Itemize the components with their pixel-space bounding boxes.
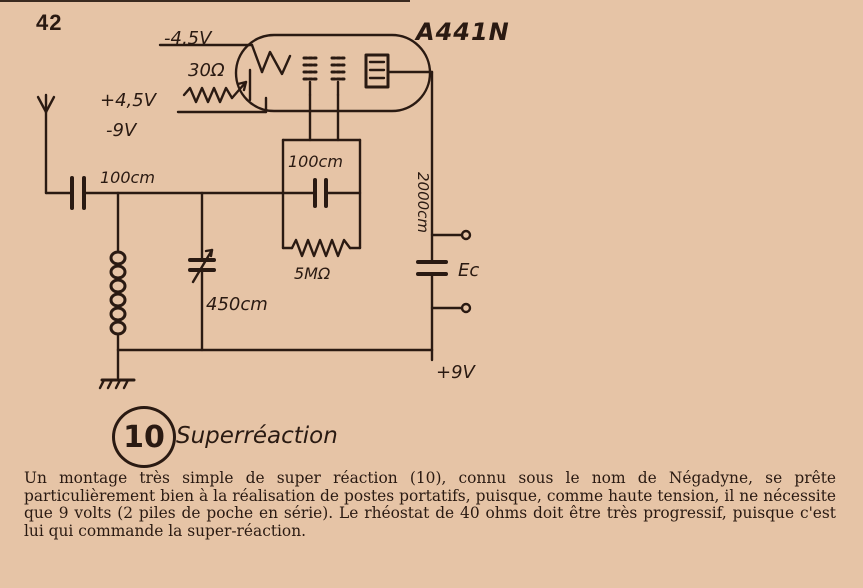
capacitor-grid-icon (313, 178, 328, 208)
coil-icon (109, 250, 127, 336)
caption-paragraph: Un montage très simple de super réaction… (24, 469, 836, 540)
circuit-schematic (36, 33, 472, 390)
label-resistor-grid: 5MΩ (294, 264, 331, 283)
vacuum-tube-icon (234, 33, 434, 113)
label-plus-4-5v: +4,5V (100, 90, 157, 111)
top-rule (0, 0, 410, 2)
terminal-icon (460, 302, 472, 314)
wire (250, 43, 264, 74)
label-ec: Ec (458, 260, 480, 281)
label-cap-antenna: 100cm (100, 168, 155, 187)
capacitor-antenna-icon (70, 176, 86, 210)
label-minus-4-5v: -4,5V (164, 28, 212, 49)
figure-number: 10 (112, 406, 176, 468)
rheostat-arrow (230, 80, 248, 100)
page-number: 42 (36, 10, 63, 35)
label-cap-grid: 100cm (288, 152, 343, 171)
capacitor-vertical-icon (416, 260, 448, 276)
tube-label: A441N (416, 18, 510, 46)
label-minus-9v: -9V (106, 120, 137, 141)
resistor-grid-icon (290, 238, 352, 258)
rheostat-arrow (236, 80, 248, 92)
label-cap-vertical: 2000cm (414, 172, 432, 234)
variable-capacitor-icon (188, 248, 216, 284)
ground-icon (98, 378, 136, 390)
figure-title: Superréaction (176, 423, 338, 449)
rheostat-icon (182, 86, 234, 104)
label-rheostat: 30Ω (188, 60, 225, 81)
antenna-icon (36, 93, 56, 195)
terminal-icon (460, 229, 472, 241)
label-plus-9v: +9V (436, 362, 475, 383)
label-cap-tuning: 450cm (206, 294, 268, 315)
